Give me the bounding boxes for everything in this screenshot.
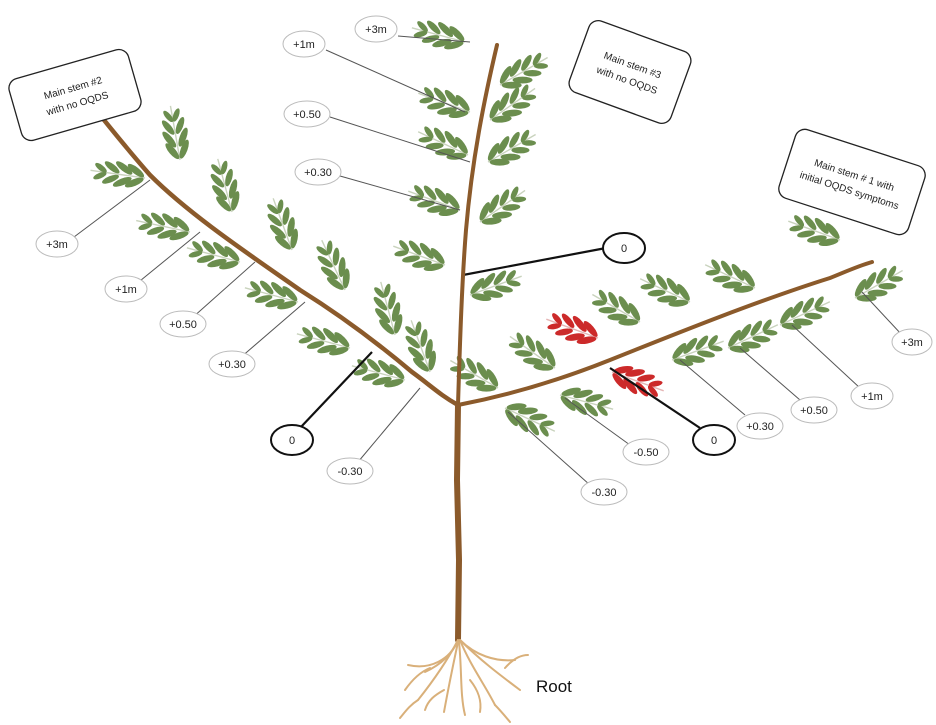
label-stem3-plus050: +0.50 [284, 101, 330, 127]
svg-text:+3m: +3m [46, 239, 68, 251]
label-stem1-plus030: +0.30 [737, 413, 783, 439]
svg-text:+3m: +3m [901, 337, 923, 349]
svg-text:+1m: +1m [861, 391, 883, 403]
label-stem2-plus030: +0.30 [209, 351, 255, 377]
label-stem1-minus030: -0.30 [581, 479, 627, 505]
label-stem2-plus050: +0.50 [160, 311, 206, 337]
svg-text:-0.50: -0.50 [633, 447, 658, 459]
label-stem3-plus3m: +3m [355, 16, 397, 42]
roots-illustration [400, 640, 528, 722]
label-stem3-zero: 0 [603, 233, 645, 263]
svg-text:0: 0 [621, 243, 627, 255]
svg-text:-0.30: -0.30 [591, 487, 616, 499]
svg-text:+0.50: +0.50 [169, 319, 197, 331]
leaves-stem-3 [388, 13, 555, 309]
tree-branches [100, 45, 872, 640]
label-stem2-plus1m: +1m [105, 276, 147, 302]
stem-1-labels: +3m +1m +0.50 +0.30 0 -0.50 -0.30 [581, 329, 932, 505]
box-main-stem-3: Main stem #3 with no OQDS [566, 18, 693, 126]
svg-text:+0.30: +0.30 [304, 167, 332, 179]
main-stem-3 [458, 45, 497, 405]
label-stem1-plus1m: +1m [851, 383, 893, 409]
label-stem3-plus030: +0.30 [295, 159, 341, 185]
label-stem2-zero: 0 [271, 425, 313, 455]
svg-text:0: 0 [711, 435, 717, 447]
svg-text:+0.30: +0.30 [746, 421, 774, 433]
svg-text:-0.30: -0.30 [337, 466, 362, 478]
svg-text:+1m: +1m [115, 284, 137, 296]
label-stem2-plus3m: +3m [36, 231, 78, 257]
leaves-stem-2 [88, 103, 444, 394]
box-main-stem-2: Main stem #2 with no OQDS [7, 47, 144, 143]
label-stem1-plus050: +0.50 [791, 397, 837, 423]
svg-text:+0.50: +0.50 [800, 405, 828, 417]
main-trunk [457, 405, 459, 640]
svg-text:+3m: +3m [365, 24, 387, 36]
svg-text:+0.30: +0.30 [218, 359, 246, 371]
svg-text:0: 0 [289, 435, 295, 447]
svg-text:+0.50: +0.50 [293, 109, 321, 121]
label-stem1-minus050: -0.50 [623, 439, 669, 465]
label-stem3-plus1m: +1m [283, 31, 325, 57]
label-stem1-plus3m: +3m [892, 329, 932, 355]
root-label: Root [536, 677, 572, 696]
label-stem1-zero: 0 [693, 425, 735, 455]
leaves-stem-1 [443, 207, 910, 445]
label-stem2-minus030: -0.30 [327, 458, 373, 484]
svg-text:+1m: +1m [293, 39, 315, 51]
